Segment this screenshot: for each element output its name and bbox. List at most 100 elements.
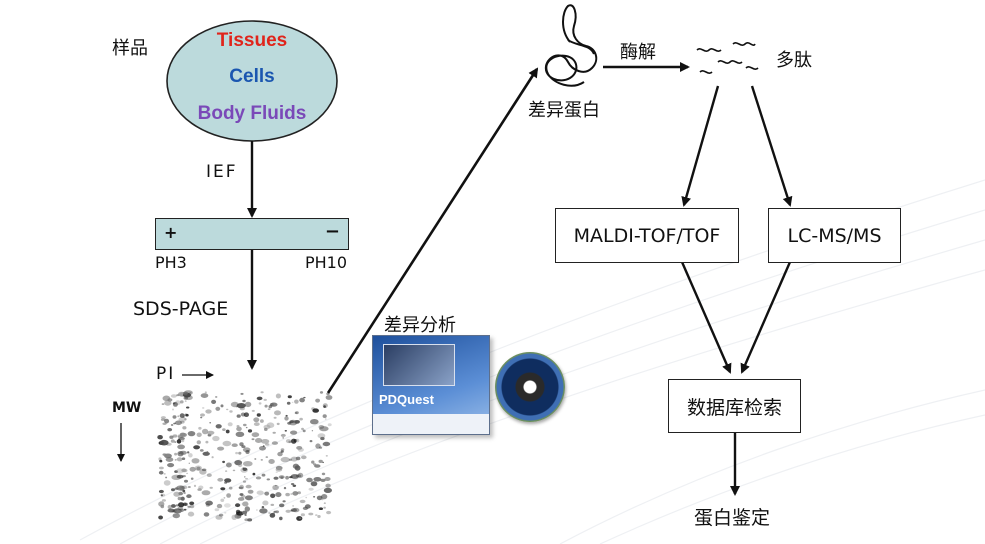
gel-spot	[253, 422, 260, 426]
gel-spot	[184, 413, 188, 417]
gel-spot	[261, 473, 266, 477]
gel-spot	[164, 418, 170, 424]
gel-spot	[251, 432, 260, 438]
gel-spot	[323, 487, 332, 493]
2d-gel-image	[157, 390, 333, 522]
gel-spot	[189, 501, 195, 506]
gel-spot	[215, 424, 222, 429]
gel-spot	[274, 410, 281, 416]
gel-spot	[301, 427, 304, 431]
gel-spot	[285, 509, 291, 513]
gel-spot	[207, 430, 215, 435]
peptides-label: 多肽	[776, 50, 812, 71]
maldi-tof-label: MALDI-TOF/TOF	[573, 224, 721, 247]
gel-spot	[254, 458, 257, 460]
gel-spot	[226, 493, 232, 498]
gel-spot	[321, 498, 324, 501]
gel-spot	[235, 451, 239, 455]
pdquest-software-box: PDQuest	[372, 335, 490, 435]
gel-spot	[181, 468, 187, 473]
gel-spot	[285, 492, 290, 497]
gel-spot	[161, 403, 165, 405]
gel-spot	[258, 402, 262, 405]
gel-spot	[240, 392, 244, 395]
lc-ms-label: LC-MS/MS	[787, 224, 882, 247]
gel-spot	[319, 391, 324, 394]
to-maldi-arrow	[681, 85, 720, 207]
gel-spot	[279, 516, 283, 521]
gel-spot	[282, 500, 286, 503]
gel-spot	[270, 493, 276, 499]
gel-spot	[256, 396, 263, 401]
gel-spot	[202, 407, 205, 409]
gel-spot	[188, 462, 190, 464]
gel-spot	[325, 395, 333, 400]
ief-strip: + −	[155, 218, 349, 250]
gel-spot	[163, 480, 171, 486]
gel-spot	[242, 467, 248, 471]
gel-spot	[317, 515, 321, 518]
tissues-label: Tissues	[216, 30, 288, 51]
gel-spot	[323, 502, 326, 504]
gel-spot	[217, 477, 224, 482]
gel-spot	[302, 506, 308, 510]
gel-spot	[247, 429, 253, 433]
minus-sign: −	[324, 221, 340, 242]
gel-spot	[187, 451, 190, 454]
gel-spot	[244, 514, 247, 516]
gel-spot	[260, 419, 264, 423]
gel-spot	[292, 507, 300, 513]
gel-spot	[238, 451, 242, 455]
gel-spot	[235, 509, 241, 514]
gel-spot	[232, 469, 236, 472]
gel-spot	[301, 455, 307, 460]
gel-spot	[290, 483, 295, 485]
gel-spot	[297, 491, 302, 495]
gel-spot	[260, 459, 263, 461]
gel-spot	[244, 476, 246, 478]
gel-spot	[256, 413, 261, 417]
sds-page-label: SDS-PAGE	[133, 298, 229, 320]
gel-spot	[160, 416, 166, 420]
gel-spot	[244, 495, 253, 501]
gel-spot	[212, 435, 220, 442]
gel-spot	[292, 463, 299, 469]
gel-spot	[163, 473, 166, 475]
lc-ms-box: LC-MS/MS	[768, 208, 901, 263]
gel-spot	[315, 398, 320, 403]
gel-spot	[187, 486, 191, 488]
gel-spot	[313, 477, 322, 482]
gel-spot	[255, 438, 263, 443]
gel-spot	[324, 418, 327, 420]
gel-spot	[180, 496, 185, 501]
gel-spot	[183, 508, 187, 511]
gel-spot	[306, 477, 313, 483]
gel-spot	[189, 466, 196, 472]
gel-spot	[236, 426, 242, 432]
gel-spot	[320, 478, 326, 482]
gel-spot	[183, 391, 188, 395]
gel-spot	[197, 488, 202, 491]
maldi-tof-box: MALDI-TOF/TOF	[555, 208, 739, 263]
gel-spot	[285, 439, 292, 444]
gel-spot	[242, 510, 248, 515]
gel-spot	[177, 434, 180, 436]
gel-spot	[215, 396, 218, 398]
gel-spot	[174, 459, 177, 461]
gel-spot	[310, 419, 319, 425]
gel-spot	[198, 426, 202, 430]
gel-spot	[171, 488, 175, 492]
gel-spot	[186, 406, 190, 409]
gel-spot	[255, 476, 262, 480]
gel-spot	[193, 445, 201, 450]
gel-spot	[220, 404, 224, 408]
gel-spot	[290, 474, 299, 479]
gel-spot	[259, 446, 266, 451]
gel-spot	[218, 513, 224, 517]
ief-label: IEF	[206, 162, 238, 182]
gel-spot	[261, 506, 265, 509]
gel-spot	[158, 515, 164, 520]
gel-spot	[266, 422, 275, 429]
gel-spot	[285, 475, 289, 480]
gel-spot	[160, 418, 166, 421]
